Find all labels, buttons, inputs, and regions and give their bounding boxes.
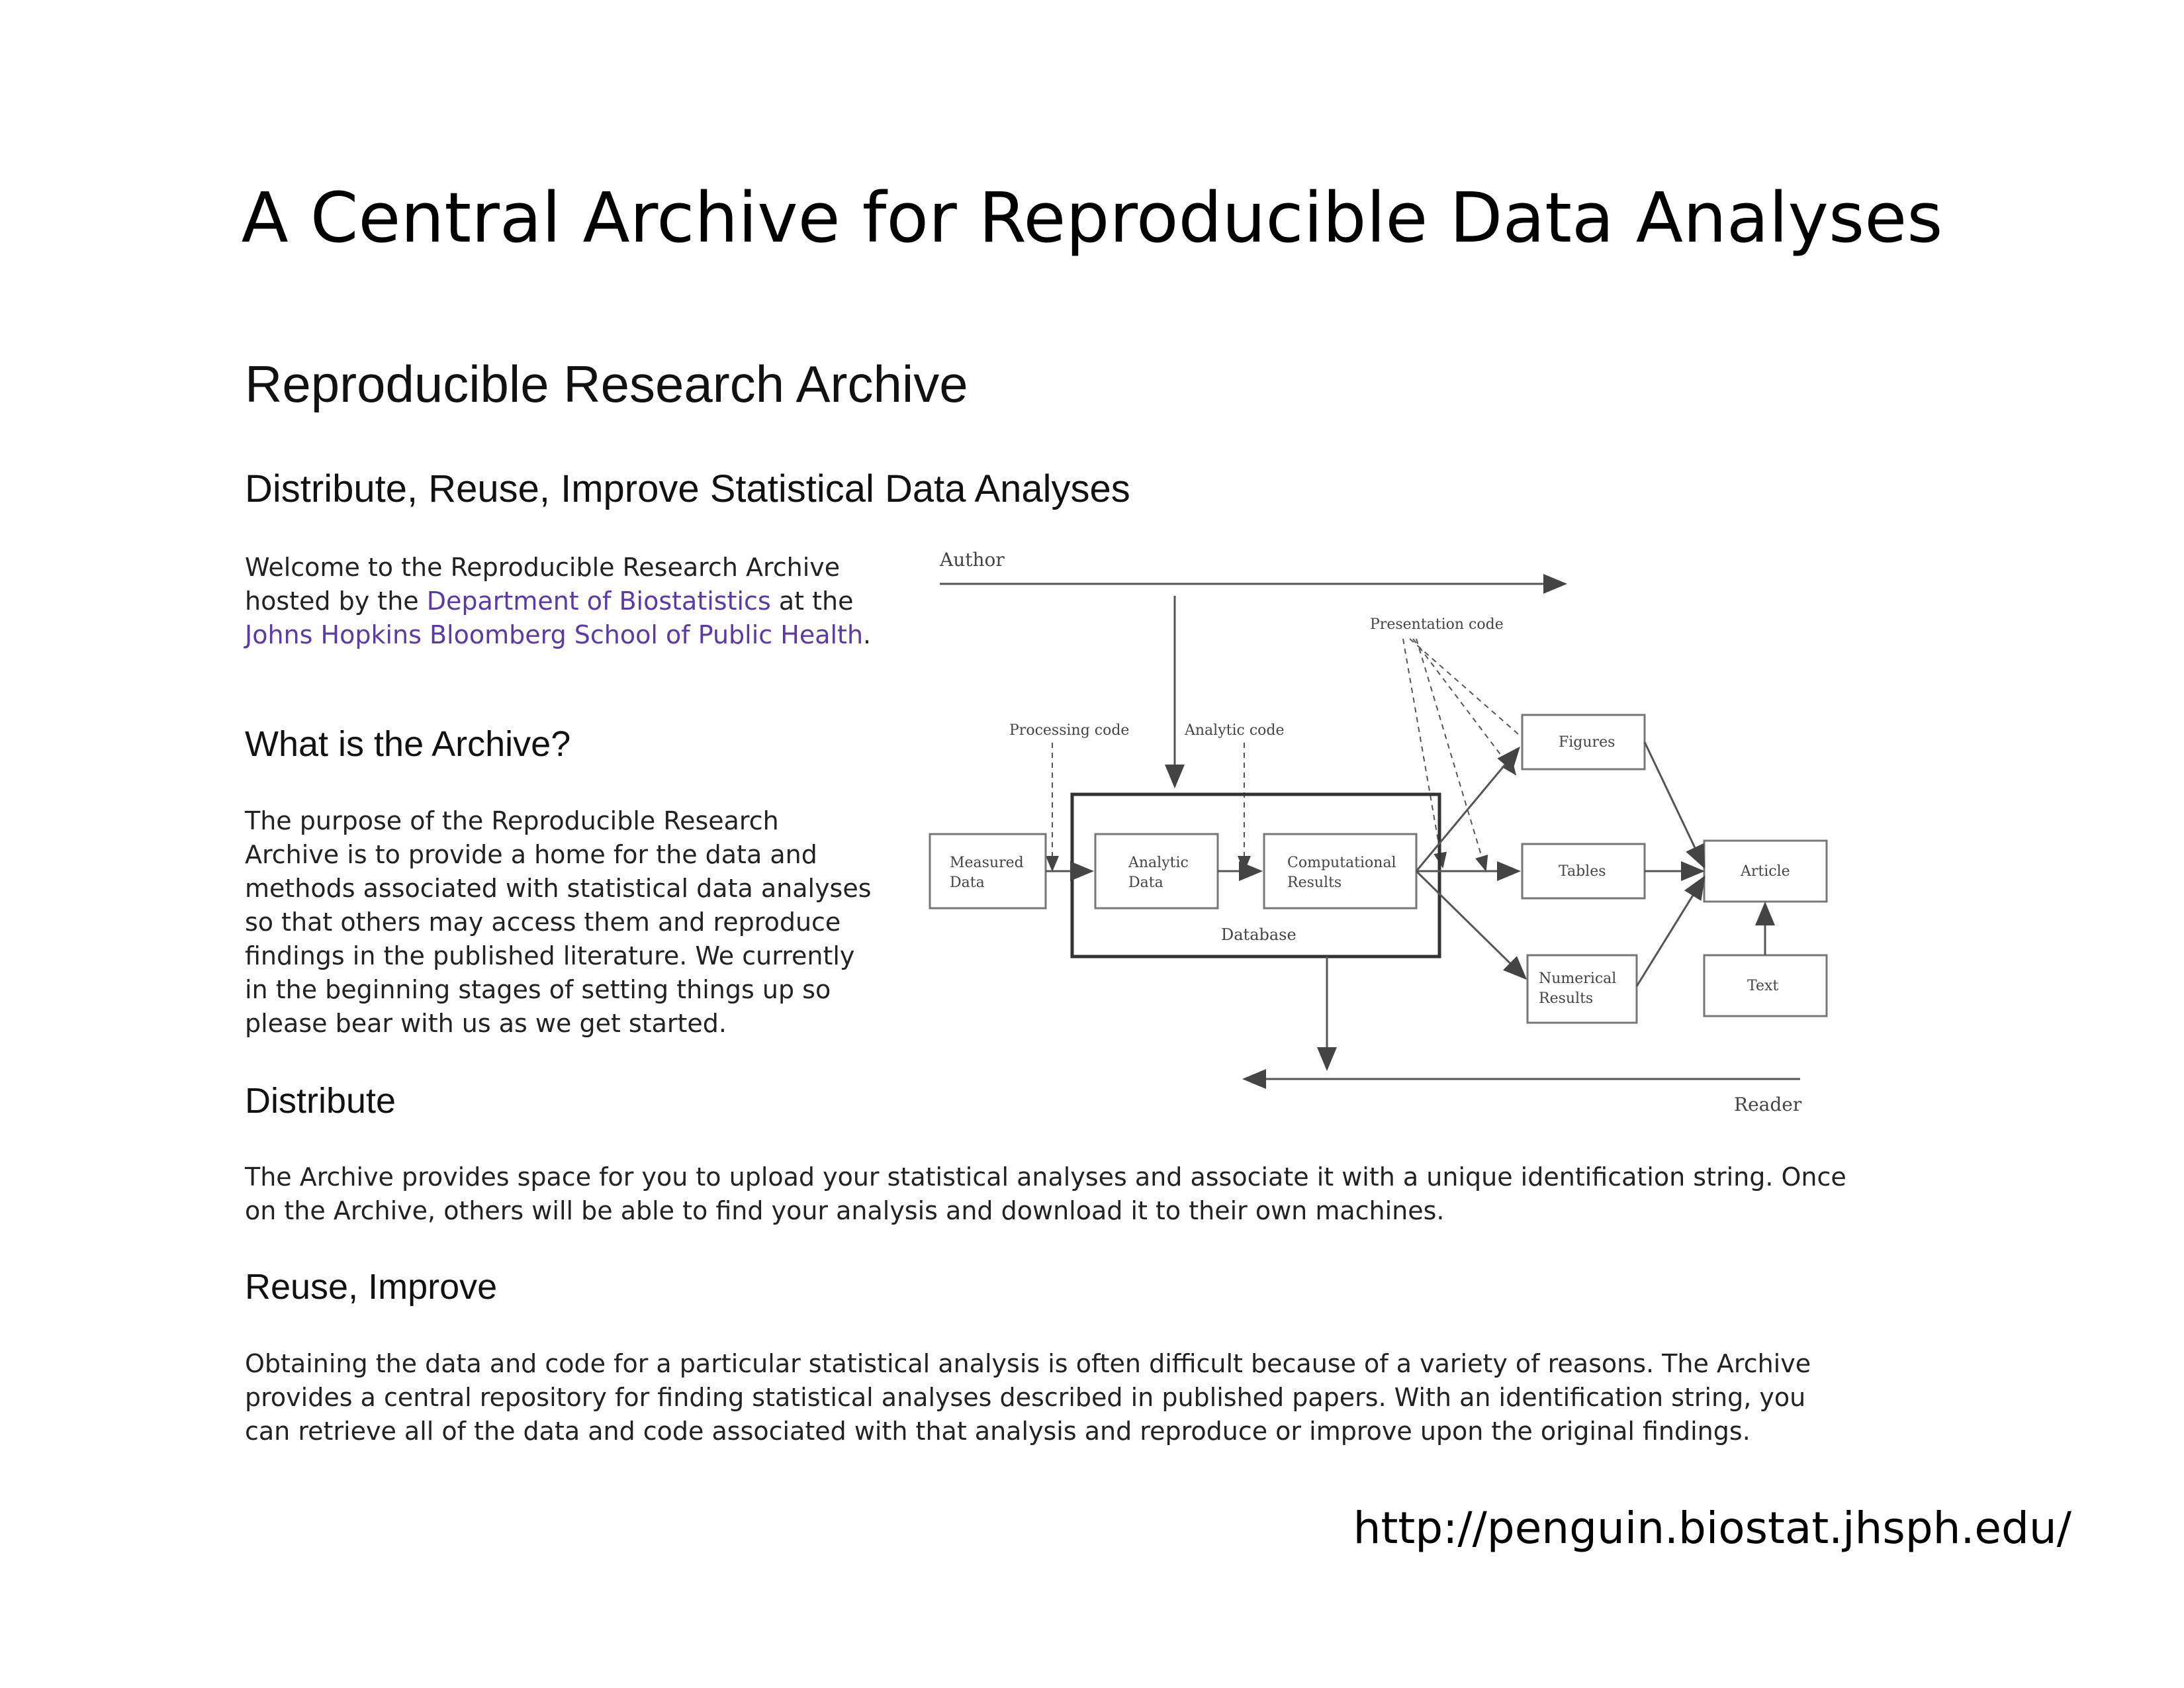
analytic-data-box xyxy=(1094,833,1219,910)
processing-code-label: Processing code xyxy=(1009,722,1129,739)
page-heading: Reproducible Research Archive xyxy=(245,355,968,413)
author-label: Author xyxy=(939,549,1005,571)
section-heading-what: What is the Archive? xyxy=(245,724,571,764)
text-box xyxy=(1703,954,1828,1017)
research-pipeline-diagram: Author Presentation code Processing code… xyxy=(913,536,1833,1132)
computational-results-box xyxy=(1263,833,1418,910)
computational-results-label-2: Results xyxy=(1287,874,1342,891)
article-label: Article xyxy=(1740,863,1790,880)
analytic-data-label-1: Analytic xyxy=(1128,855,1189,871)
slide-title: A Central Archive for Reproducible Data … xyxy=(241,177,1943,258)
section-heading-reuse: Reuse, Improve xyxy=(245,1267,498,1307)
jhsph-link[interactable]: Johns Hopkins Bloomberg School of Public… xyxy=(245,620,864,649)
figures-label: Figures xyxy=(1559,734,1615,751)
archive-url[interactable]: http://penguin.biostat.jhsph.edu/ xyxy=(1353,1503,2071,1554)
figures-to-article-arrow xyxy=(1643,741,1706,869)
welcome-text-3: . xyxy=(863,620,872,649)
numerical-results-label-2: Results xyxy=(1539,990,1593,1007)
database-label: Database xyxy=(1221,925,1297,944)
computational-results-label-1: Computational xyxy=(1287,855,1396,871)
pipeline-svg: Author Presentation code Processing code… xyxy=(929,549,1828,1115)
presentation-dash-4 xyxy=(1402,638,1447,868)
section-heading-distribute: Distribute xyxy=(245,1081,396,1121)
section-body-distribute: The Archive provides space for you to up… xyxy=(245,1162,1846,1225)
results-to-figures-arrow xyxy=(1415,746,1520,872)
page-subheading: Distribute, Reuse, Improve Statistical D… xyxy=(245,467,1130,510)
numerical-to-article-arrow xyxy=(1635,875,1706,987)
measured-data-label-1: Measured xyxy=(950,855,1024,871)
tables-label: Tables xyxy=(1559,863,1606,880)
welcome-text: Welcome to the Reproducible Research Arc… xyxy=(245,553,841,616)
tables-box xyxy=(1521,843,1646,900)
analytic-code-label: Analytic code xyxy=(1184,722,1285,739)
welcome-text-2: at the xyxy=(770,586,854,616)
section-body-what: The purpose of the Reproducible Research… xyxy=(245,806,872,1038)
welcome-paragraph: Welcome to the Reproducible Research Arc… xyxy=(245,551,880,652)
measured-data-label-2: Data xyxy=(950,874,985,891)
webpage-screenshot: Reproducible Research Archive Distribute… xyxy=(245,0,1846,1688)
results-to-numerical-arrow xyxy=(1415,870,1527,980)
reader-label: Reader xyxy=(1734,1094,1802,1115)
numerical-results-box xyxy=(1526,954,1638,1024)
biostatistics-link[interactable]: Department of Biostatistics xyxy=(426,586,771,616)
presentation-dash-3 xyxy=(1416,638,1488,872)
analytic-data-label-2: Data xyxy=(1128,874,1163,891)
text-label: Text xyxy=(1747,978,1778,994)
presentation-code-label: Presentation code xyxy=(1370,616,1504,633)
measured-data-box xyxy=(929,833,1047,910)
figures-box xyxy=(1521,714,1646,771)
numerical-results-label-1: Numerical xyxy=(1539,970,1616,987)
section-body-reuse: Obtaining the data and code for a partic… xyxy=(245,1349,1811,1446)
presentation-dash-2 xyxy=(1412,638,1517,776)
